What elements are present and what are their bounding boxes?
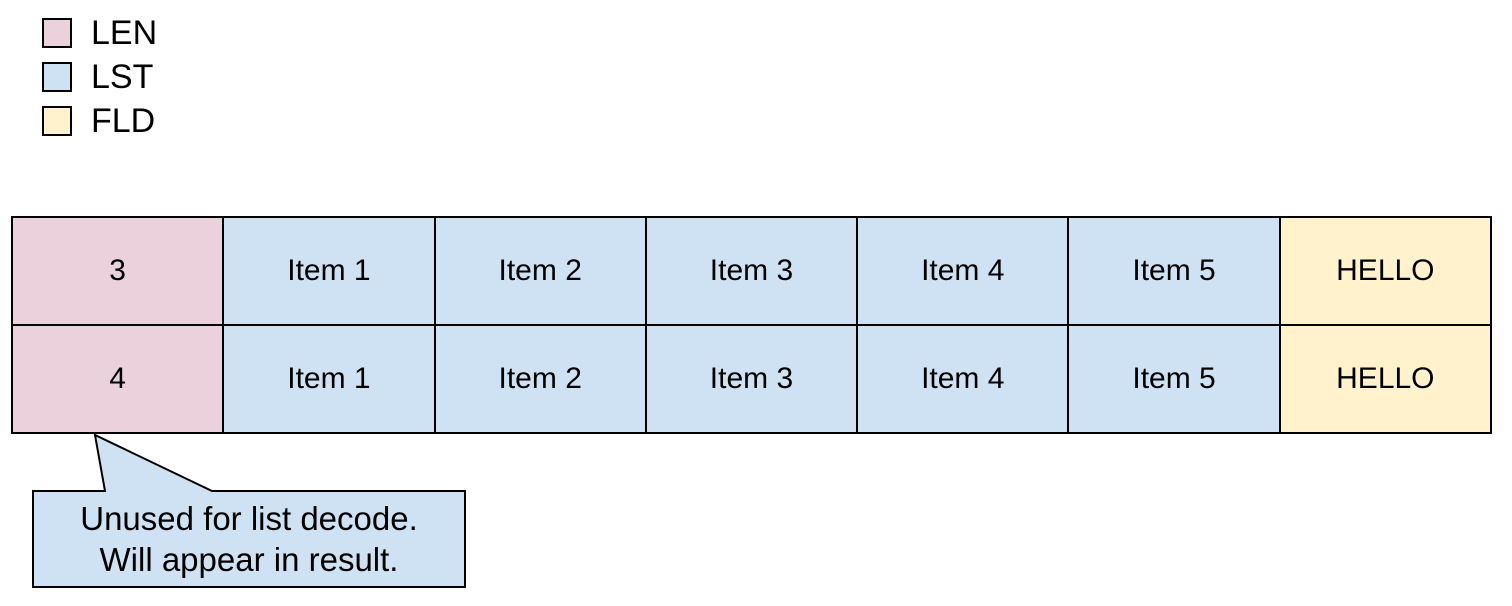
table-row-1: 3 Item 1 Item 2 Item 3 Item 4 Item 5 HEL… xyxy=(10,216,1493,326)
lst-cell: Item 5 xyxy=(1067,216,1281,326)
legend-label-len: LEN xyxy=(91,14,158,52)
lst-cell: Item 2 xyxy=(433,324,647,434)
legend: LEN LST FLD xyxy=(42,14,158,150)
lst-cell: Item 4 xyxy=(856,216,1070,326)
callout-bubble xyxy=(32,433,466,588)
lst-cell: Item 1 xyxy=(222,324,436,434)
legend-item-len: LEN xyxy=(42,14,158,52)
callout-line-2: Will appear in result. xyxy=(99,541,399,578)
callout-text: Unused for list decode. Will appear in r… xyxy=(33,493,465,585)
lst-cell: Item 4 xyxy=(856,324,1070,434)
lst-cell: Item 3 xyxy=(644,216,859,326)
lst-cell: Item 3 xyxy=(644,324,859,434)
fld-cell: HELLO xyxy=(1278,216,1493,326)
len-cell: 4 xyxy=(10,324,225,434)
lst-cell: Item 5 xyxy=(1067,324,1281,434)
fld-cell: HELLO xyxy=(1278,324,1493,434)
legend-label-fld: FLD xyxy=(91,102,156,140)
legend-label-lst: LST xyxy=(91,58,154,96)
fld-color-swatch xyxy=(42,106,72,136)
len-color-swatch xyxy=(42,18,72,48)
decode-byte-table: 3 Item 1 Item 2 Item 3 Item 4 Item 5 HEL… xyxy=(10,216,1493,434)
legend-item-lst: LST xyxy=(42,58,157,96)
legend-item-fld: FLD xyxy=(42,102,157,140)
lst-cell: Item 1 xyxy=(222,216,436,326)
callout-bubble-shape xyxy=(32,433,466,588)
callout-line-1: Unused for list decode. xyxy=(80,500,418,537)
len-cell: 3 xyxy=(10,216,225,326)
lst-color-swatch xyxy=(42,62,72,92)
table-row-2: 4 Item 1 Item 2 Item 3 Item 4 Item 5 HEL… xyxy=(10,324,1493,434)
lst-cell: Item 2 xyxy=(433,216,647,326)
